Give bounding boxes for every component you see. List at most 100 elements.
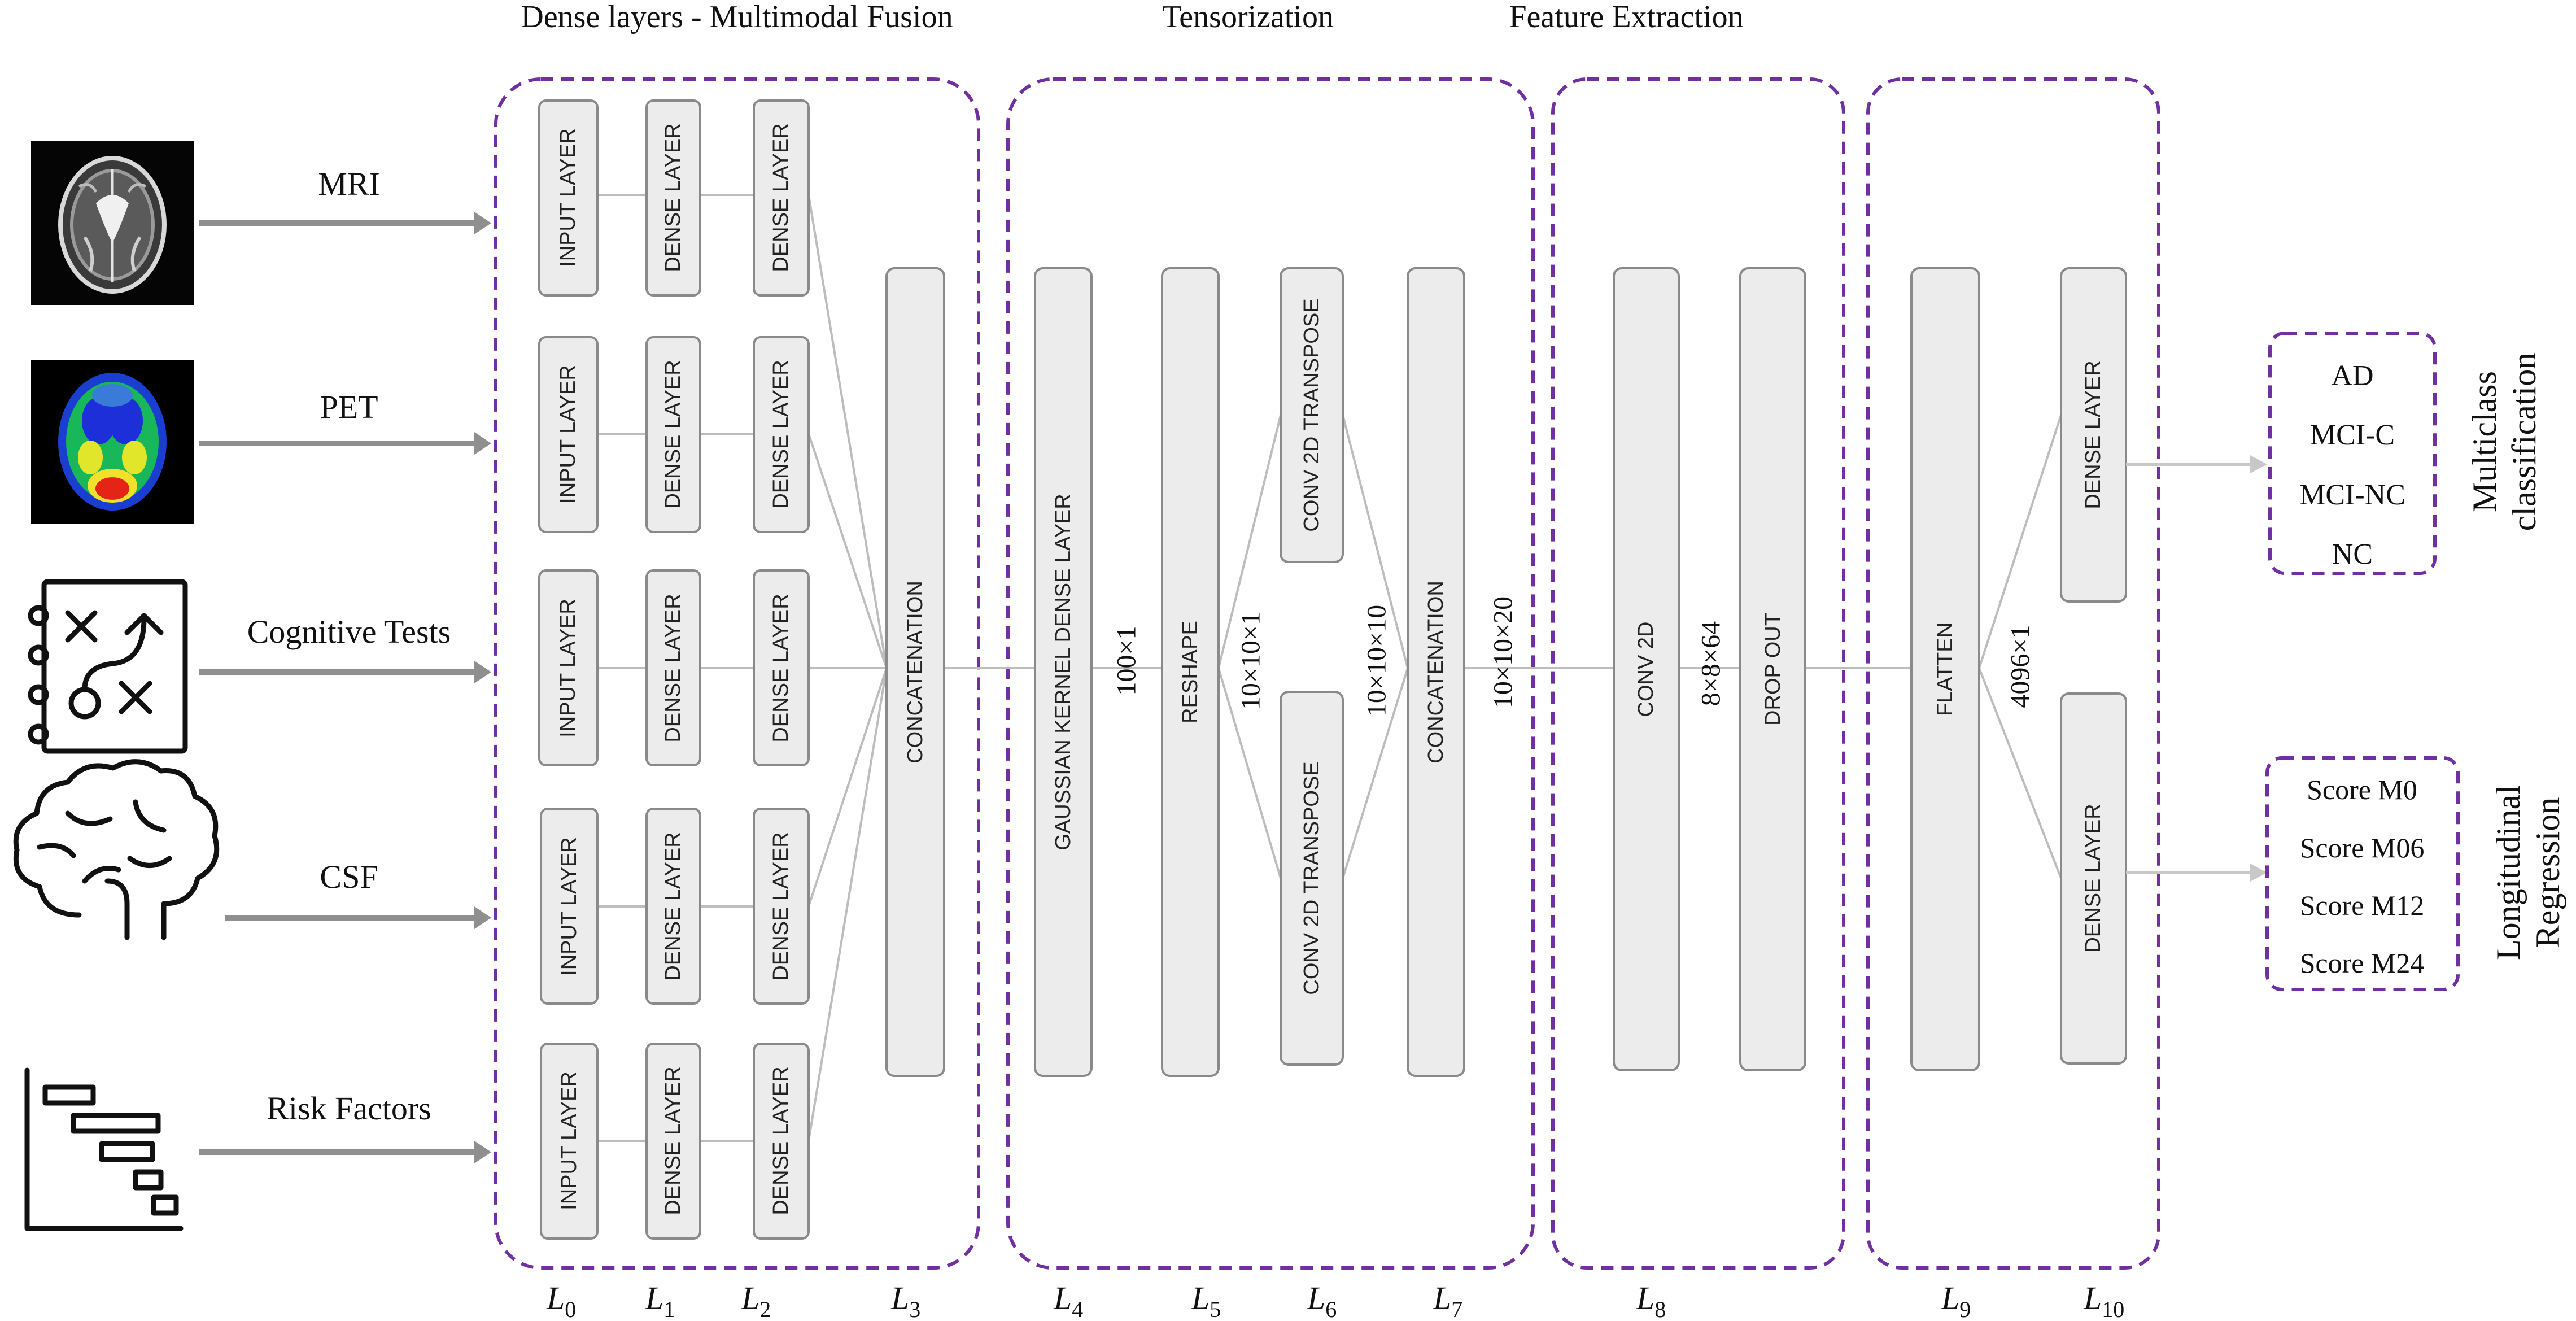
- layer-index-l0: L0: [546, 1280, 576, 1321]
- dim-transpose-out: 10×10×10: [1362, 605, 1392, 717]
- layer-index-labels: L0 L1 L2 L3 L4 L5 L6 L7 L8 L9 L10: [546, 1280, 2124, 1321]
- strategy-board-icon: [28, 579, 188, 754]
- conv-2d-transpose-layer-bottom: [1280, 691, 1344, 1066]
- regression-title-line2: Regression: [2529, 797, 2566, 948]
- score-label: Score M0: [2307, 774, 2417, 805]
- conv-2d-layer: [1613, 267, 1680, 1071]
- dropout-layer: [1739, 267, 1806, 1071]
- class-label: MCI-C: [2310, 419, 2395, 451]
- dimension-labels: 100×1 10×10×1 10×10×10 10×10×20 8×8×64 4…: [1112, 596, 2036, 717]
- input-label-pet: PET: [320, 389, 378, 425]
- group-feature-extraction: [1551, 77, 1845, 1270]
- output-titles: Multiclass classification Longitudinal R…: [2466, 352, 2566, 960]
- regression-title-line1: Longitudinal: [2490, 785, 2527, 960]
- layer-label: CONV 2D TRANSPOSE: [1300, 298, 1324, 531]
- layer-label: INPUT LAYER: [557, 837, 581, 976]
- mri-scan-image: [31, 141, 194, 305]
- input-layer-mri: [538, 99, 599, 297]
- layer-label: DENSE LAYER: [661, 594, 685, 742]
- dense-layer-regression: [2060, 692, 2127, 1065]
- layer-label: CONCATENATION: [1424, 581, 1448, 764]
- layer-label: DENSE LAYER: [2081, 804, 2105, 952]
- layer-index-l9: L9: [1941, 1280, 1971, 1321]
- classification-title-line1: Multiclass: [2466, 371, 2503, 512]
- score-label: Score M12: [2300, 890, 2425, 921]
- concatenation-layer-l7: [1407, 267, 1465, 1077]
- input-layer-risk: [540, 1043, 599, 1240]
- layer-label: INPUT LAYER: [556, 365, 580, 504]
- regression-scores: Score M0 Score M06 Score M12 Score M24: [2300, 774, 2425, 979]
- layer-label: CONCATENATION: [903, 581, 927, 764]
- conv-2d-transpose-layer-top: [1280, 267, 1344, 563]
- group-fusion: [494, 77, 980, 1270]
- layer-label: CONV 2D: [1634, 622, 1658, 717]
- group-tensorization: [1006, 77, 1535, 1270]
- dense-layer-classification: [2060, 267, 2127, 603]
- concatenation-layer-l3: [885, 267, 945, 1077]
- layer-label: DENSE LAYER: [661, 832, 685, 980]
- dim-conv-out: 8×8×64: [1696, 621, 1726, 706]
- layer-label: DENSE LAYER: [661, 1066, 685, 1215]
- layer-label: DENSE LAYER: [661, 123, 685, 272]
- dense-layer-csf-1: [645, 808, 701, 1005]
- input-layer-cognitive: [538, 569, 599, 766]
- dim-flatten-out: 4096×1: [2006, 625, 2036, 708]
- classification-title-line2: classification: [2505, 352, 2543, 531]
- class-label: MCI-NC: [2299, 479, 2405, 511]
- input-label-csf: CSF: [320, 858, 378, 895]
- group-output-heads: [1866, 77, 2160, 1270]
- gantt-chart-icon: [24, 1067, 184, 1231]
- dense-layer-risk-2: [753, 1043, 810, 1240]
- layer-label: DROP OUT: [1761, 613, 1785, 726]
- dense-layer-mri-2: [753, 99, 810, 297]
- gaussian-kernel-dense-layer: [1034, 267, 1093, 1077]
- class-label: AD: [2331, 360, 2373, 392]
- regression-output-box: [2265, 756, 2460, 991]
- dense-layer-pet-2: [753, 336, 810, 533]
- layer-labels: INPUT LAYER DENSE LAYER DENSE LAYER INPU…: [556, 123, 2105, 1215]
- brain-icon: [13, 759, 220, 940]
- classification-output-box: [2268, 332, 2437, 575]
- input-arrows: [199, 212, 491, 1163]
- layer-index-l8: L8: [1636, 1280, 1666, 1321]
- section-title-feature-extraction: Feature Extraction: [1509, 0, 1743, 34]
- pet-scan-image: [31, 360, 194, 524]
- layer-label: DENSE LAYER: [2081, 360, 2105, 509]
- dense-layer-cognitive-1: [645, 569, 701, 766]
- dense-layer-risk-1: [645, 1043, 701, 1240]
- class-label: NC: [2332, 538, 2373, 570]
- layer-index-l3: L3: [890, 1280, 920, 1321]
- layer-label: DENSE LAYER: [769, 123, 793, 272]
- section-title-tensorization: Tensorization: [1162, 0, 1334, 34]
- layer-index-l7: L7: [1433, 1280, 1462, 1321]
- layer-label: DENSE LAYER: [769, 360, 793, 508]
- layer-index-l10: L10: [2083, 1280, 2124, 1321]
- dim-gaussian-out: 100×1: [1112, 626, 1142, 695]
- layer-label: DENSE LAYER: [661, 360, 685, 508]
- layer-label: DENSE LAYER: [769, 594, 793, 742]
- layer-label: RESHAPE: [1178, 621, 1202, 723]
- dense-layer-cognitive-2: [753, 569, 810, 766]
- input-layer-csf: [540, 808, 599, 1005]
- layer-index-l2: L2: [741, 1280, 771, 1321]
- layer-label: INPUT LAYER: [556, 128, 580, 267]
- layer-boxes: [538, 99, 2127, 1240]
- layer-label: DENSE LAYER: [769, 1066, 793, 1215]
- input-label-cognitive-tests: Cognitive Tests: [247, 613, 451, 650]
- score-label: Score M06: [2300, 832, 2425, 864]
- layer-index-l4: L4: [1053, 1280, 1083, 1321]
- reshape-layer: [1161, 267, 1220, 1077]
- dense-layer-mri-1: [645, 99, 701, 297]
- layer-label: FLATTEN: [1933, 622, 1957, 716]
- input-layer-pet: [538, 336, 599, 533]
- input-label-mri: MRI: [318, 165, 380, 202]
- layer-label: INPUT LAYER: [557, 1071, 581, 1210]
- dim-concat-out: 10×10×20: [1488, 596, 1518, 708]
- classification-classes: AD MCI-C MCI-NC NC: [2299, 360, 2405, 570]
- score-label: Score M24: [2300, 947, 2425, 979]
- dense-layer-csf-2: [753, 808, 810, 1005]
- input-label-risk-factors: Risk Factors: [267, 1090, 431, 1127]
- layer-label: INPUT LAYER: [556, 599, 580, 738]
- dim-reshape-out: 10×10×1: [1236, 612, 1266, 710]
